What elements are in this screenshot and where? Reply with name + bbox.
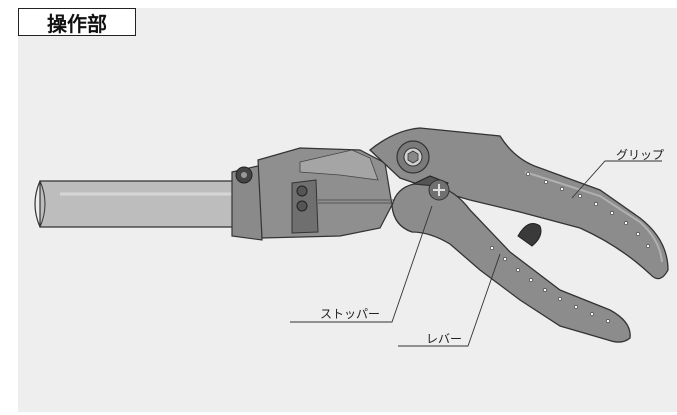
- leader-lines: [290, 160, 662, 347]
- lever-label: レバー: [426, 332, 463, 346]
- clamp-body: [231, 147, 400, 241]
- pipe: [34, 180, 246, 228]
- lever: [391, 179, 631, 343]
- grip-label: グリップ: [616, 148, 665, 162]
- stopper-label: ストッパー: [320, 307, 381, 321]
- grip-handle: [369, 127, 669, 280]
- stopper-leader-line: [290, 205, 433, 323]
- grip-leader-line: [571, 160, 662, 199]
- section-title: 操作部: [18, 8, 136, 36]
- lever-leader-line: [398, 253, 501, 347]
